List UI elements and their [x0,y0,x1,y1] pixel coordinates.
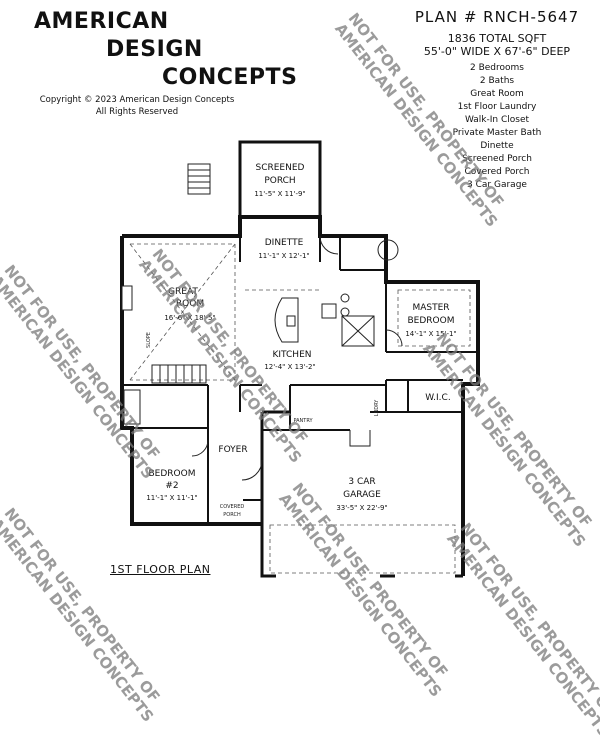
master-bedroom-label-2: BEDROOM [408,316,455,326]
copyright-line-2: All Rights Reserved [95,107,179,117]
feature-item: Screened Porch [462,154,532,164]
screened-porch-label: SCREENED [256,163,305,173]
feature-list: 2 Bedrooms 2 Baths Great Room 1st Floor … [402,62,592,192]
fixtures [121,163,455,578]
copyright-line-1: Copyright © 2023 American Design Concept… [39,95,235,105]
brand-line-3: CONCEPTS [162,65,298,90]
great-room-dims: 16'-6" X 18'-5" [164,314,215,322]
laundry-label: LNDRY [374,399,380,417]
great-room-label-2: ROOM [176,299,204,309]
feature-item: 2 Bedrooms [470,63,524,73]
feature-item: Walk-In Closet [464,115,530,125]
feature-item: Dinette [480,141,514,151]
master-bedroom-dims: 14'-1" X 15'-1" [405,330,456,338]
feature-item: 3 Car Garage [467,180,527,190]
screened-porch-label-2: PORCH [264,176,295,186]
ceiling-lines [129,243,471,574]
feature-item: 1st Floor Laundry [457,102,537,112]
feature-item: Great Room [470,89,524,99]
total-sqft: 1836 TOTAL SQFT [447,32,547,45]
covered-porch-label-2: PORCH [223,512,241,518]
bedroom2-label: BEDROOM [149,469,196,479]
kitchen-dims: 12'-4" X 13'-2" [264,363,315,371]
feature-item: 2 Baths [479,76,515,86]
feature-item: Covered Porch [464,167,530,177]
plan-dimensions: 55'-0" WIDE X 67'-6" DEEP [423,45,571,58]
floor-plan-title: 1ST FLOOR PLAN [110,563,211,576]
slope-label: SLOPE [146,332,152,348]
floor-plan-drawing: SCREENED PORCH 11'-5" X 11'-9" DINETTE 1… [120,140,480,578]
room-labels: SCREENED PORCH 11'-5" X 11'-9" DINETTE 1… [146,163,457,518]
dinette-dims: 11'-1" X 12'-1" [258,252,309,260]
garage-label-2: GARAGE [343,490,381,500]
feature-item: Private Master Bath [452,128,542,138]
master-bedroom-label: MASTER [412,303,449,313]
kitchen-label: KITCHEN [273,350,312,360]
brand-line-1: AMERICAN [34,9,169,34]
bedroom2-label-2: #2 [165,481,178,491]
garage-label: 3 CAR [348,477,375,487]
foyer-label: FOYER [218,445,247,455]
pantry-label: PANTRY [293,418,313,424]
wic-label: W.I.C. [425,393,450,403]
screened-porch-dims: 11'-5" X 11'-9" [254,190,305,198]
garage-dims: 33'-5" X 22'-9" [336,504,387,512]
brand-logo: AMERICAN DESIGN CONCEPTS [34,8,297,92]
great-room-label: GREAT [168,287,198,297]
covered-porch-label: COVERED [220,504,245,510]
bedroom2-dims: 11'-1" X 11'-1" [146,494,197,502]
dinette-label: DINETTE [265,238,304,248]
plan-info: PLAN # RNCH-5647 1836 TOTAL SQFT 55'-0" … [402,8,592,192]
plan-number: PLAN # RNCH-5647 [414,8,580,26]
copyright-notice: Copyright © 2023 American Design Concept… [32,94,242,118]
interior-walls [122,236,478,524]
brand-line-2: DESIGN [106,37,203,62]
